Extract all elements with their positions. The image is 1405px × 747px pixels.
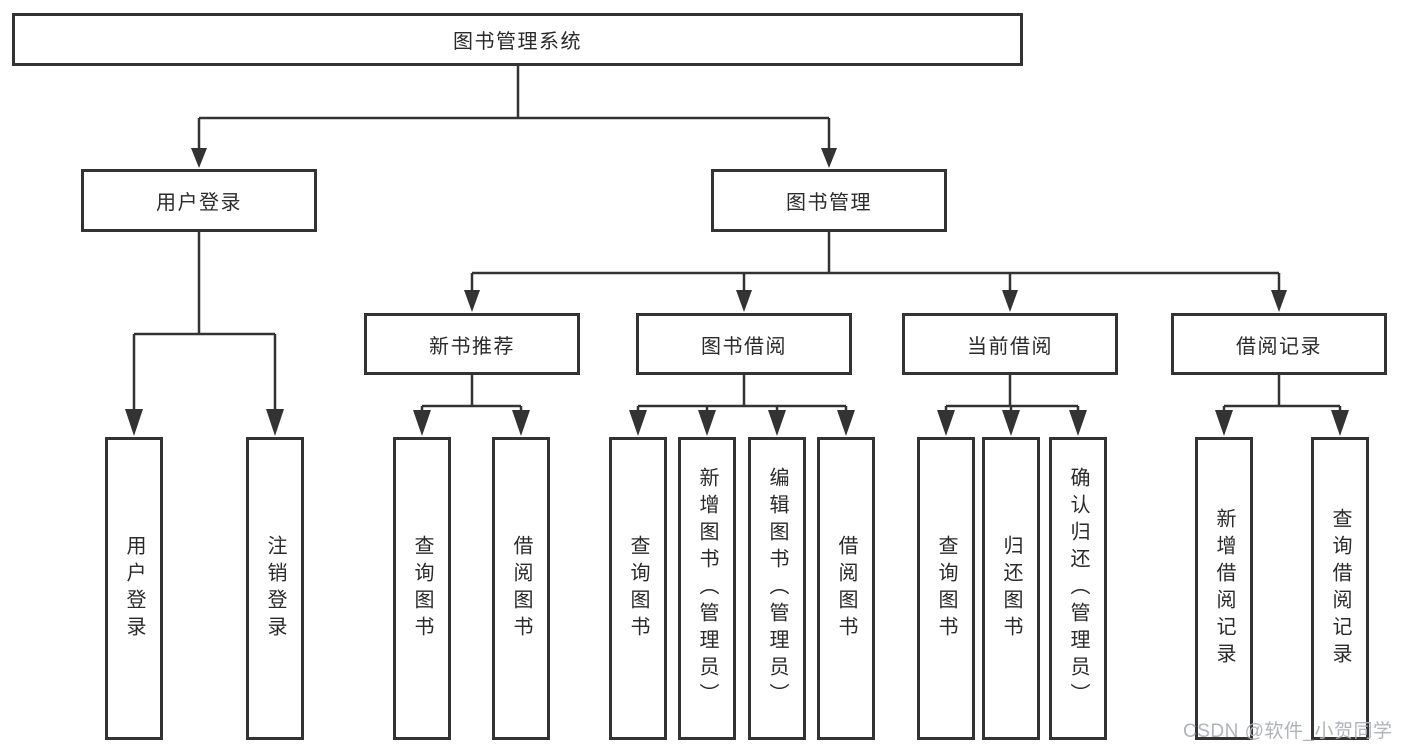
leaf-confirm-return-admin: 确认归还（管理员） [1049,437,1107,740]
leaf-return-books: 归还图书 [982,437,1040,740]
node-current-borrow: 当前借阅 [902,313,1118,375]
arrowhead-leaf [1331,410,1349,436]
edge-new-books-children [420,375,523,412]
arrowhead-leaf [125,409,143,436]
leaf-query-books-current: 查询图书 [917,437,975,740]
leaf-query-books-borrow: 查询图书 [609,437,667,740]
node-borrow-records: 借阅记录 [1171,313,1387,375]
arrowhead-level3 [1002,290,1018,312]
arrowhead-leaf [768,410,786,436]
watermark: CSDN @软件_小贺同学 [1183,721,1393,742]
leaf-borrow-books-newbooks: 借阅图书 [492,437,550,740]
arrowhead-level3 [464,290,480,312]
arrowhead-level3 [1271,290,1287,312]
edge-root-to-level2 [197,66,831,148]
node-root-system: 图书管理系统 [12,13,1023,66]
leaf-logout: 注销登录 [246,437,304,740]
edge-book-borrow-children [636,375,848,412]
leaf-edit-books-admin: 编辑图书（管理员） [748,437,806,740]
arrowhead-leaf [1069,410,1087,436]
edge-borrow-records-children [1222,375,1342,412]
edge-current-borrow-children [944,375,1080,412]
leaf-user-login: 用户登录 [105,437,163,740]
leaf-borrow-books: 借阅图书 [817,437,875,740]
leaf-query-books-newbooks: 查询图书 [393,437,451,740]
arrowhead-level3 [736,290,752,312]
arrowhead-leaf [837,410,855,436]
arrowhead-leaf [512,410,530,436]
arrowhead-leaf [1215,410,1233,436]
node-user-login: 用户登录 [81,169,317,232]
leaf-add-borrow-record: 新增借阅记录 [1195,437,1253,740]
leaf-add-books-admin: 新增图书（管理员） [678,437,736,740]
node-book-management: 图书管理 [711,169,947,232]
arrowhead-user-login [191,148,207,168]
arrowhead-leaf [629,410,647,436]
arrowhead-leaf [1002,410,1020,436]
arrowhead-leaf [937,410,955,436]
arrowhead-leaf [698,410,716,436]
edge-book-management-children [470,232,1281,291]
arrowhead-leaf [266,409,284,436]
node-book-borrow: 图书借阅 [636,313,852,375]
node-new-books: 新书推荐 [364,313,580,375]
edge-user-login-children [132,232,277,410]
leaf-query-borrow-record: 查询借阅记录 [1311,437,1369,740]
arrowhead-book-management [821,148,837,168]
arrowhead-leaf [413,410,431,436]
